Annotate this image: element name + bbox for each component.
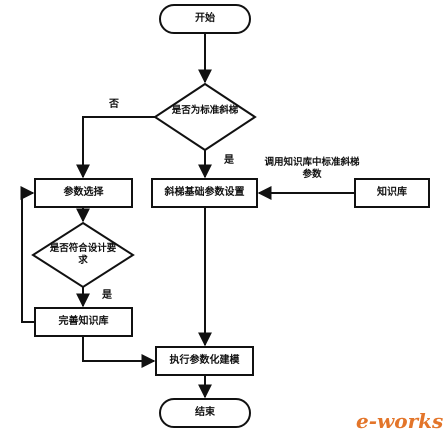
parameter-select-box [34, 178, 133, 208]
stair-base-param-box [151, 178, 258, 208]
yes-label-requirement: 是 [102, 290, 112, 301]
execute-modeling-box [155, 346, 254, 376]
arrow-decision-no [76, 116, 155, 179]
execute-modeling-label: 执行参数化建模 [169, 355, 240, 366]
start-label: 开始 [195, 13, 215, 24]
stair-base-param-label: 斜梯基础参数设置 [164, 187, 245, 198]
parameter-select-label: 参数选择 [63, 187, 104, 198]
yes-label-standard: 是 [224, 155, 234, 166]
eworks-watermark: e-works [356, 409, 444, 433]
arrow-improve-to-execute [82, 336, 156, 368]
design-requirement-question: 是否符合设计要求 [49, 243, 117, 266]
call-knowledge-base-note: 调用知识库中标准斜梯参数 [264, 157, 360, 180]
knowledge-base-label: 知识库 [377, 187, 407, 198]
no-label: 否 [109, 99, 119, 110]
end-label: 结束 [195, 407, 215, 418]
improve-knowledge-base-label: 完善知识库 [58, 316, 109, 327]
standard-stair-decision [153, 82, 257, 152]
standard-stair-question: 是否为标准斜梯 [171, 105, 239, 116]
end-terminal [159, 398, 251, 428]
arrow-loop-back [20, 186, 35, 323]
